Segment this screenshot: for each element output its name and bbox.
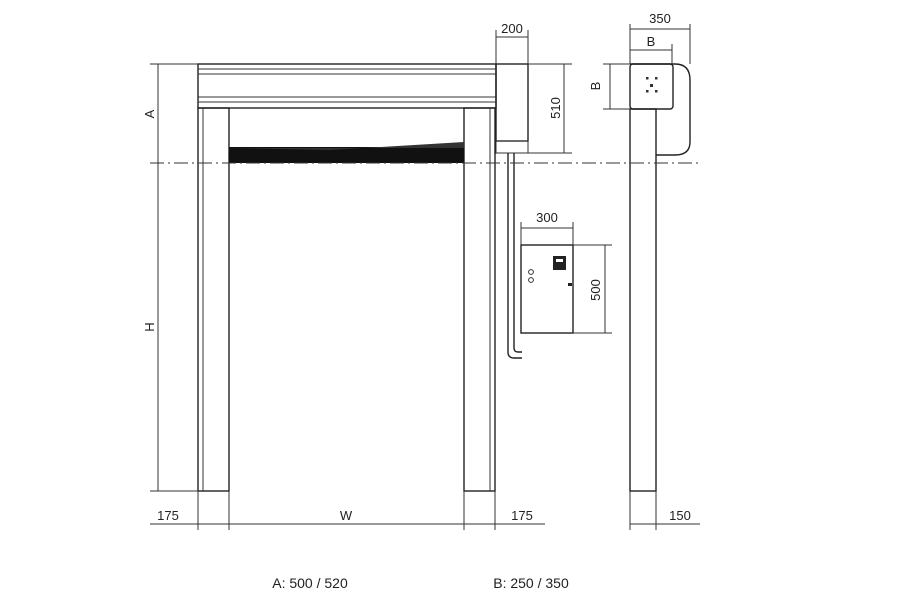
- dim-side-post: 150: [669, 508, 691, 523]
- legend-a: A: 500 / 520: [272, 575, 348, 591]
- roller-housing: [197, 63, 497, 109]
- dim-box-width: 200: [501, 21, 523, 36]
- dimension-lines: [150, 24, 700, 530]
- cable-conduit: [507, 153, 522, 359]
- dim-right-post: 175: [511, 508, 533, 523]
- dim-side-b-vertical: B: [588, 82, 603, 91]
- dim-box-height: 510: [548, 97, 563, 119]
- dim-left-post: 175: [157, 508, 179, 523]
- motor-box: [495, 63, 529, 154]
- side-housing: [630, 63, 691, 156]
- dim-control-height: 500: [588, 279, 603, 301]
- curtain-bar: [229, 142, 464, 163]
- front-view: [197, 63, 574, 492]
- dim-height-h: H: [142, 322, 157, 331]
- dim-side-b: B: [647, 34, 656, 49]
- dim-control-width: 300: [536, 210, 558, 225]
- left-post: [197, 107, 230, 492]
- motor-symbol-icon: [646, 77, 658, 93]
- legend-b: B: 250 / 350: [493, 575, 569, 591]
- right-post: [463, 107, 496, 492]
- dim-height-a: A: [142, 109, 157, 118]
- control-box: [520, 244, 574, 334]
- side-view: [629, 63, 691, 492]
- side-post: [629, 108, 657, 492]
- dim-side-width: 350: [649, 11, 671, 26]
- dim-opening-width: W: [340, 508, 353, 523]
